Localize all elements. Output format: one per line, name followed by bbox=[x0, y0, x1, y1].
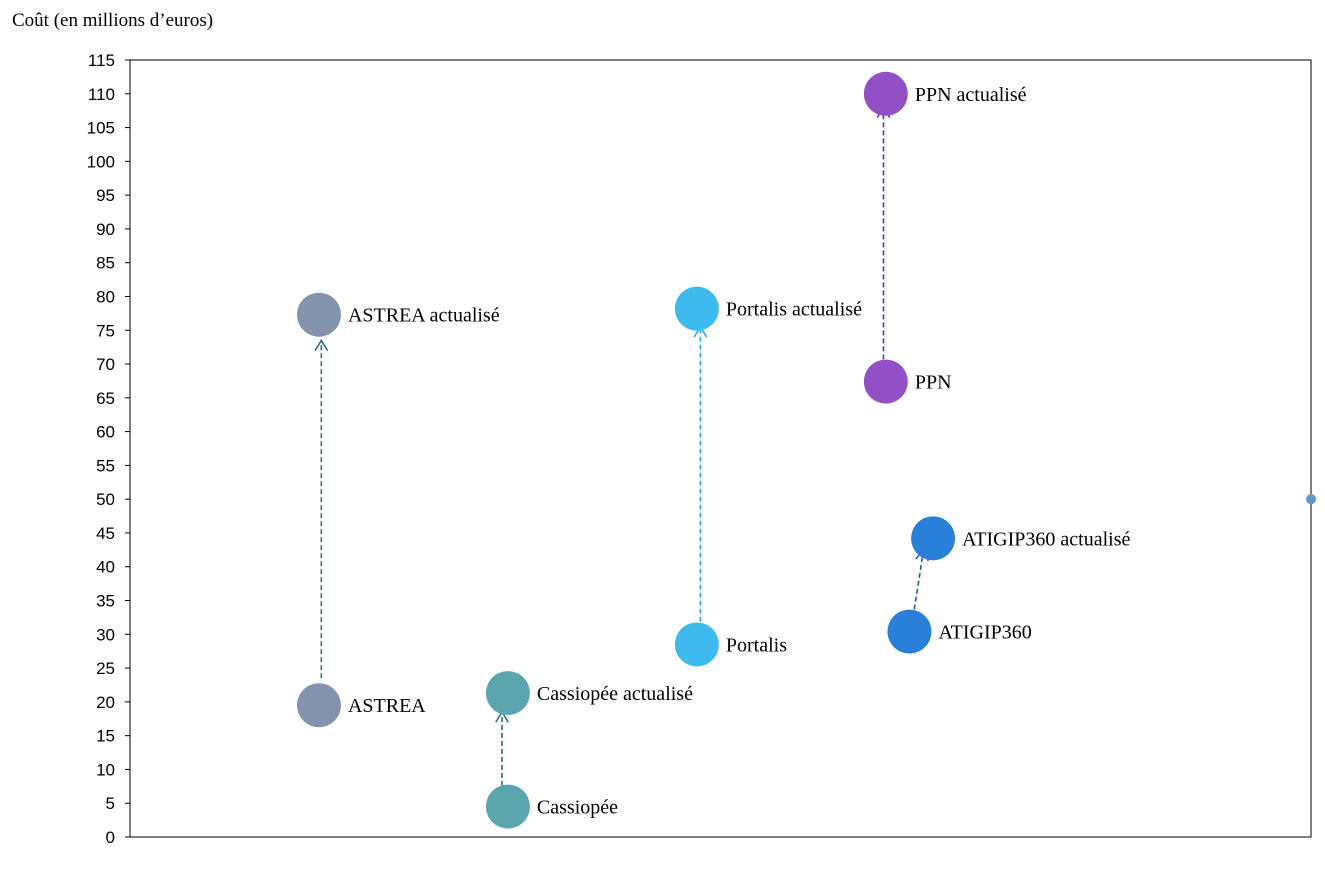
data-point bbox=[863, 359, 908, 404]
data-point bbox=[1306, 494, 1316, 505]
y-tick-label: 115 bbox=[88, 51, 115, 70]
data-point bbox=[674, 622, 719, 667]
y-tick-label: 85 bbox=[96, 254, 115, 273]
y-tick-label: 110 bbox=[88, 85, 115, 104]
y-tick-label: 45 bbox=[96, 524, 115, 543]
y-tick-label: 90 bbox=[96, 220, 115, 239]
data-point bbox=[911, 516, 956, 561]
y-tick-label: 10 bbox=[96, 760, 115, 779]
y-tick-label: 105 bbox=[87, 119, 115, 138]
data-label: PPN actualisé bbox=[915, 84, 1027, 106]
data-point bbox=[296, 683, 341, 728]
data-label: ATIGIP360 actualisé bbox=[962, 528, 1130, 550]
y-tick-label: 20 bbox=[96, 693, 115, 712]
y-tick-label: 5 bbox=[106, 794, 115, 813]
y-axis-ticks: 0 5 10 15 20 25 30 35 40 45 50 55 60 65 70 75 80 85 90 95 10… bbox=[87, 51, 130, 847]
data-points bbox=[296, 71, 1316, 829]
y-tick-label: 70 bbox=[96, 355, 115, 374]
connector-arrow-line bbox=[912, 549, 925, 618]
data-label: ASTREA actualisé bbox=[348, 305, 500, 327]
data-label: Cassiopée actualisé bbox=[537, 683, 693, 705]
data-label: ATIGIP360 bbox=[938, 622, 1031, 644]
y-tick-label: 50 bbox=[96, 490, 115, 509]
y-tick-label: 60 bbox=[96, 423, 115, 442]
data-label: Cassiopée bbox=[537, 797, 618, 819]
y-tick-label: 15 bbox=[96, 727, 115, 746]
y-tick-label: 55 bbox=[96, 456, 115, 475]
y-tick-label: 30 bbox=[96, 625, 115, 644]
y-tick-label: 35 bbox=[96, 592, 115, 611]
data-point bbox=[485, 671, 530, 716]
plot-area bbox=[129, 59, 1312, 838]
data-label: PPN bbox=[915, 372, 952, 394]
data-point bbox=[485, 784, 530, 829]
y-tick-label: 75 bbox=[96, 321, 115, 340]
data-label: Portalis bbox=[726, 634, 787, 656]
y-axis-label: Coût (en millions d’euros) bbox=[12, 10, 213, 31]
data-point bbox=[863, 71, 908, 116]
y-tick-label: 65 bbox=[96, 389, 115, 408]
y-tick-label: 95 bbox=[96, 186, 115, 205]
y-tick-label: 0 bbox=[106, 828, 115, 847]
connector-arrow-head bbox=[314, 338, 329, 352]
y-tick-label: 100 bbox=[87, 152, 115, 171]
y-tick-label: 80 bbox=[96, 287, 115, 306]
y-tick-label: 25 bbox=[96, 659, 115, 678]
data-point bbox=[674, 286, 719, 331]
data-point bbox=[887, 609, 932, 654]
y-tick-label: 40 bbox=[96, 558, 115, 577]
data-point bbox=[296, 292, 341, 337]
data-label: ASTREA bbox=[348, 695, 426, 717]
data-label: Portalis actualisé bbox=[726, 299, 862, 321]
